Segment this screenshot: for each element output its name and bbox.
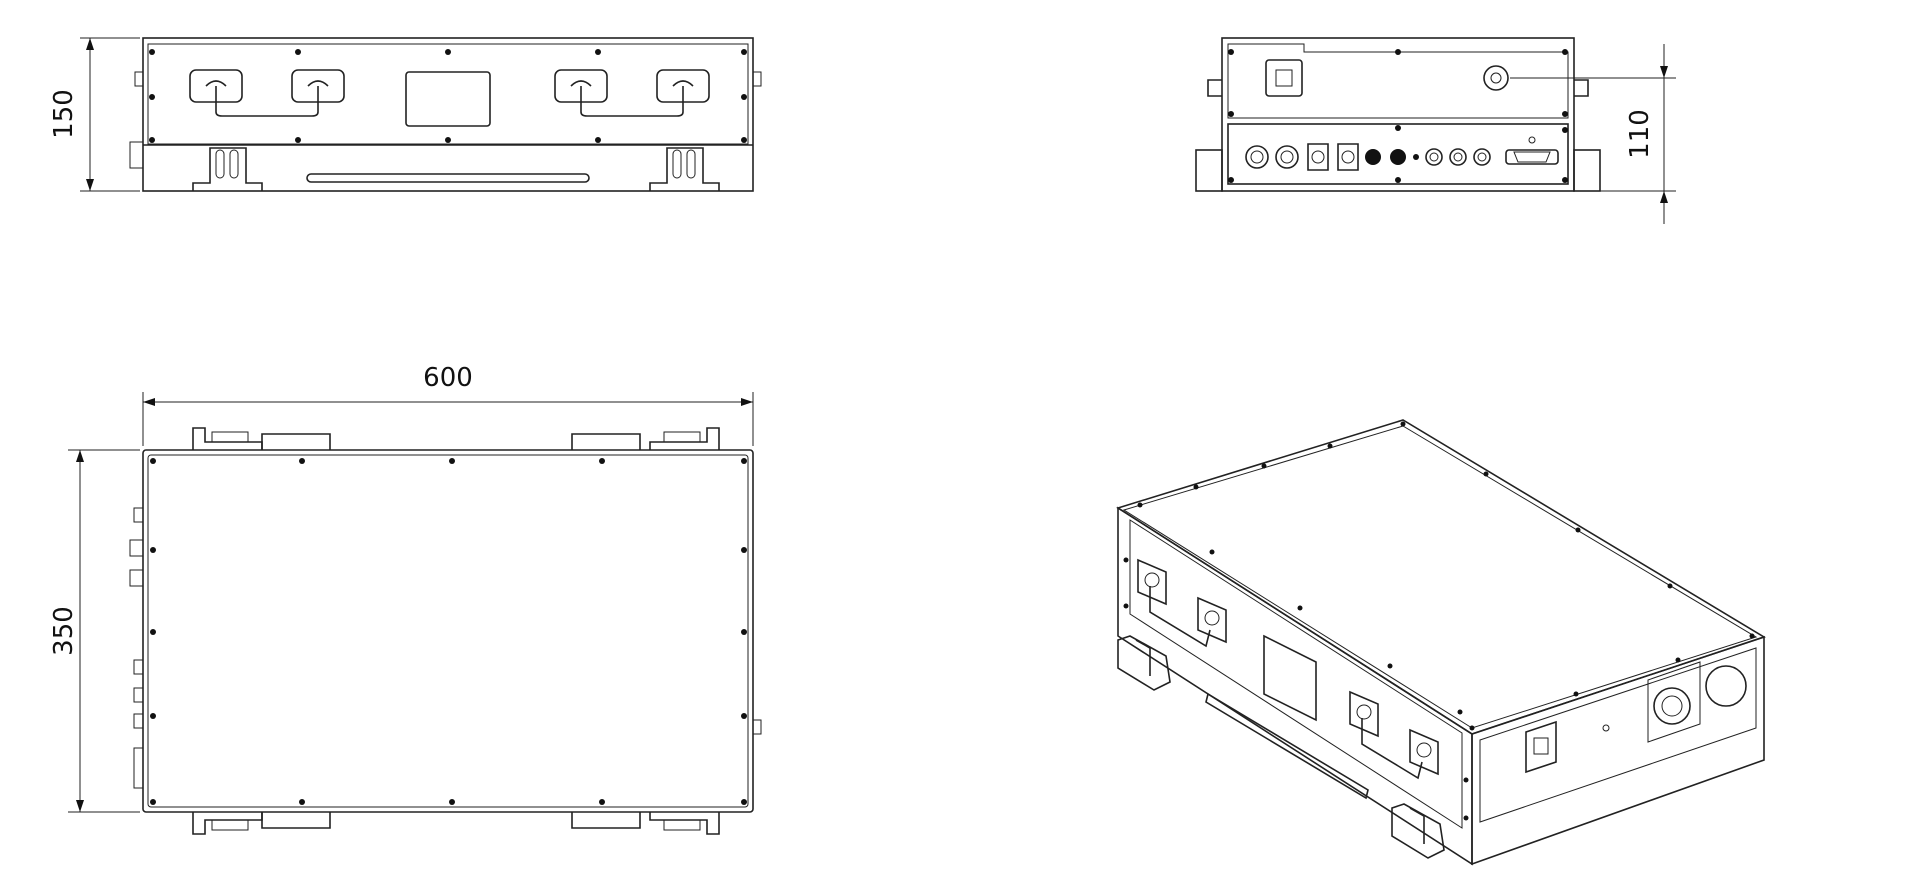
iso-display-window (1263, 634, 1317, 722)
rear-height-label: 110 (1625, 109, 1655, 159)
top-side-connectors (129, 507, 762, 789)
rear-screws (1228, 49, 1568, 183)
front-display-window (405, 71, 491, 127)
front-screws (149, 49, 747, 143)
rear-view: 110 (1195, 37, 1676, 224)
rear-connector-panel (1245, 136, 1559, 171)
front-handle-right (554, 69, 710, 117)
iso-power-socket (1525, 720, 1557, 774)
iso-fan-port (1653, 687, 1691, 725)
iso-screws (1123, 421, 1755, 821)
top-depth-label: 350 (49, 606, 79, 656)
isometric-view (1116, 419, 1766, 866)
top-width-label: 600 (423, 363, 473, 393)
front-slot (306, 173, 590, 183)
dimension-rear-height (1510, 44, 1676, 224)
dimension-top-depth (68, 449, 140, 813)
rear-fan-port (1483, 65, 1509, 91)
front-handle-left (189, 69, 345, 117)
top-view: 600 350 (49, 363, 762, 835)
front-view: 150 (49, 37, 762, 192)
dimension-top-width (142, 392, 754, 446)
iso-slot (1205, 692, 1369, 800)
front-height-label: 150 (49, 89, 79, 139)
rear-power-socket (1265, 59, 1303, 97)
iso-handle-left (1137, 558, 1227, 648)
dimension-front-height (80, 37, 140, 192)
iso-handle-right (1349, 690, 1439, 780)
top-screws (150, 458, 747, 805)
top-brackets (192, 427, 720, 835)
